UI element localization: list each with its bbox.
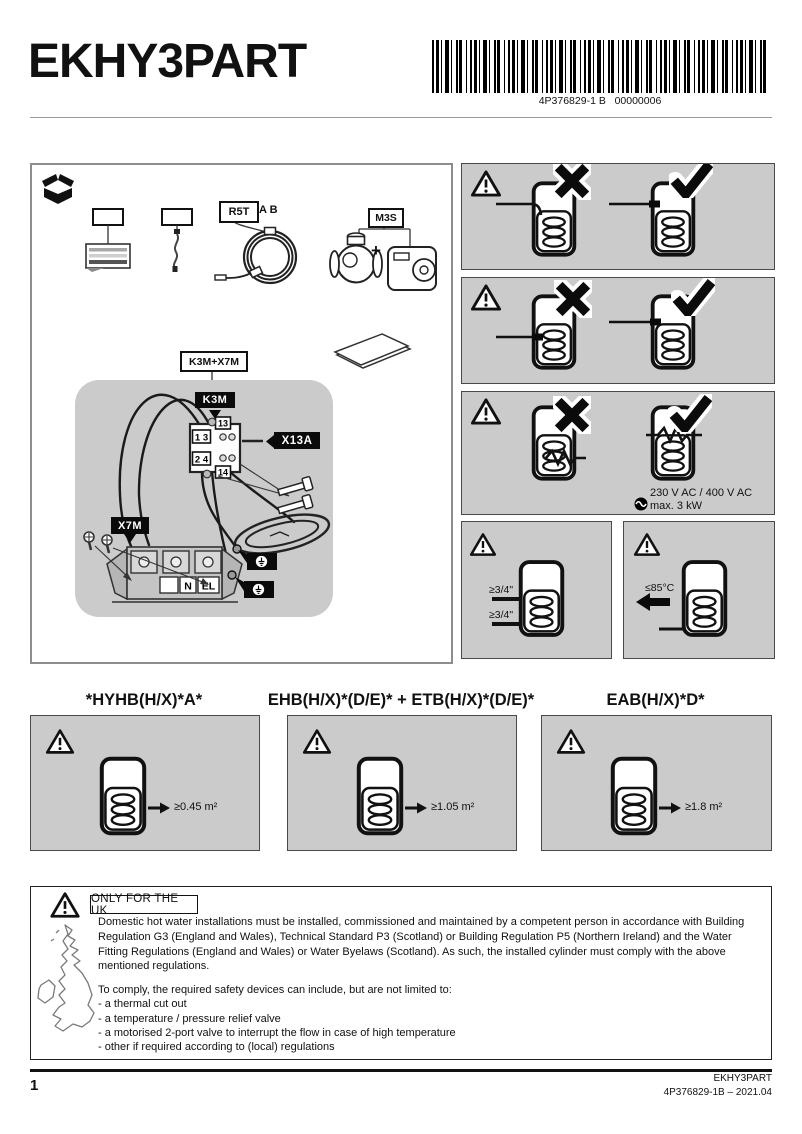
model-panel-hyhb: ≥0.45 m²: [30, 715, 260, 851]
warning-icon: [556, 729, 586, 754]
uk-bullet: - a thermal cut out: [98, 998, 187, 1011]
coil-area-label: ≥0.45 m²: [174, 801, 218, 813]
part-label-k3m-x7m: K3M+X7M: [180, 351, 248, 372]
wiring-label-k3m: K3M: [195, 392, 235, 408]
ground-icon: [252, 583, 265, 596]
x13a-pointer-icon: [266, 435, 274, 448]
earth-connection-2: [227, 570, 274, 598]
package-box-icon: [42, 174, 74, 204]
pipe-size-label-top: ≥3/4": [489, 584, 514, 596]
earth-connection-1: [232, 544, 277, 570]
wiring-label-x7m: X7M: [111, 517, 149, 534]
power-rating-line1: 230 V AC / 400 V AC: [650, 487, 753, 499]
power-rating-line2: max. 3 kW: [650, 500, 702, 512]
uk-bullet: - other if required according to (local)…: [98, 1041, 335, 1053]
thermistor-cable-coil: [214, 226, 298, 285]
terminal-label-aux14: 14: [218, 468, 228, 478]
heater-element-icon: [646, 424, 702, 445]
cross-mark-icon: [559, 285, 587, 313]
check-mark-icon: [676, 282, 711, 312]
cross-mark-icon: [558, 167, 586, 195]
uk-notice-panel: ONLY FOR THE UK Domestic hot water insta…: [30, 886, 772, 1060]
part-label-r5t: R5T: [219, 201, 259, 223]
coil-area-label: ≥1.8 m²: [685, 801, 723, 813]
terminal-label-24-main: 2 4: [195, 455, 209, 466]
uk-only-badge: ONLY FOR THE UK: [90, 893, 198, 917]
terminal-label-n: N: [184, 581, 192, 593]
coil-area-arrow-icon: [417, 802, 427, 814]
tank-icon: [684, 562, 726, 635]
warning-icon: [470, 398, 502, 425]
cross-mark-icon: [558, 401, 586, 429]
check-mark-icon: [673, 398, 708, 428]
wiring-label-x13a: X13A: [274, 432, 320, 449]
terminal-label-13-main: 1 3: [195, 433, 208, 444]
barcode-image: [432, 40, 768, 93]
fixing-screws: [83, 531, 209, 585]
uk-map-icon: [37, 924, 95, 1032]
footer-model: EKHY3PART: [713, 1073, 772, 1084]
uk-paragraph-1: Domestic hot water installations must be…: [98, 916, 745, 973]
ground-icon: [255, 555, 268, 568]
valve-actuator-part: [387, 246, 437, 291]
coil-area-label: ≥1.05 m²: [431, 801, 475, 813]
tank-icon: [521, 562, 563, 635]
terminal-block-x7m: N EL: [106, 546, 243, 603]
pipe-size-label-bottom: ≥3/4": [489, 609, 514, 621]
k3m-pointer-icon: [209, 410, 221, 419]
warning-icon: [45, 729, 75, 754]
tank-icon: [102, 759, 144, 833]
kit-contents-drawing: 1 3 2 4 13 14: [42, 174, 437, 617]
heater-element-icon: [545, 447, 586, 468]
cable-end-labels: A B: [259, 204, 278, 216]
warning-icon: [469, 533, 497, 556]
footer-doc-code: 4P376829-1B – 2021.04: [663, 1086, 772, 1098]
warning-panel-heater: 230 V AC / 400 V AC max. 3 kW: [461, 391, 775, 515]
warning-panel-sensor-insert: [461, 163, 775, 270]
coil-area-arrow-icon: [671, 802, 681, 814]
check-mark-icon: [674, 164, 709, 194]
model-heading-ehb-etb: EHB(H/X)*(D/E)* + ETB(H/X)*(D/E)*: [267, 691, 535, 709]
three-way-valve-part: [329, 232, 383, 284]
instruction-leaflet: [333, 333, 412, 369]
page-number: 1: [30, 1077, 39, 1094]
max-temp-label: ≤85°C: [645, 582, 675, 594]
warning-icon: [633, 533, 661, 556]
model-heading-eab: EAB(H/X)*D*: [606, 691, 705, 709]
model-panel-eab: ≥1.8 m²: [541, 715, 772, 851]
blank-part-label-1: [92, 208, 124, 226]
tank-icon: [359, 759, 401, 833]
contactor-k3m: 1 3 2 4 13 14: [188, 416, 242, 479]
warning-panel-pipe-size: ≥3/4" ≥3/4": [461, 521, 612, 659]
page-title: EKHY3PART: [28, 35, 307, 88]
sensor-wire-part: [172, 229, 180, 272]
warning-icon: [302, 729, 332, 754]
footer-doc-info: EKHY3PART 4P376829-1B – 2021.04: [664, 1072, 772, 1099]
uk-bullet: - a motorised 2-port valve to interrupt …: [98, 1026, 456, 1039]
warning-icon: [50, 892, 80, 918]
warning-panel-max-temp: ≤85°C: [623, 521, 775, 659]
footer-divider: [30, 1069, 772, 1072]
uk-paragraph-2: To comply, the required safety devices c…: [98, 984, 452, 997]
warning-panel-sensor-position: [461, 277, 775, 384]
part-label-m3s: M3S: [368, 208, 404, 228]
blank-part-label-2: [161, 208, 193, 226]
plus-sign: +: [371, 241, 381, 260]
uk-bullet: - a temperature / pressure relief valve: [98, 1012, 281, 1025]
warning-icon: [470, 284, 502, 311]
warning-icon: [470, 170, 502, 197]
model-panel-ehb-etb: ≥1.05 m²: [287, 715, 517, 851]
tank-icon: [613, 759, 655, 833]
coil-area-arrow-icon: [160, 802, 170, 814]
terminal-label-aux13: 13: [218, 419, 228, 429]
mounting-bolts: [277, 476, 314, 515]
x7m-pointer-icon: [124, 534, 136, 543]
uk-notice-text: Domestic hot water installations must be…: [98, 915, 758, 1054]
flow-arrow-icon: [636, 593, 650, 611]
control-box-part: [85, 243, 131, 272]
barcode-caption: 4P376829-1 B 00000006: [538, 95, 662, 107]
kit-contents-panel: 1 3 2 4 13 14: [30, 163, 453, 664]
model-heading-hyhb: *HYHB(H/X)*A*: [85, 691, 203, 709]
header-divider: [30, 117, 772, 118]
